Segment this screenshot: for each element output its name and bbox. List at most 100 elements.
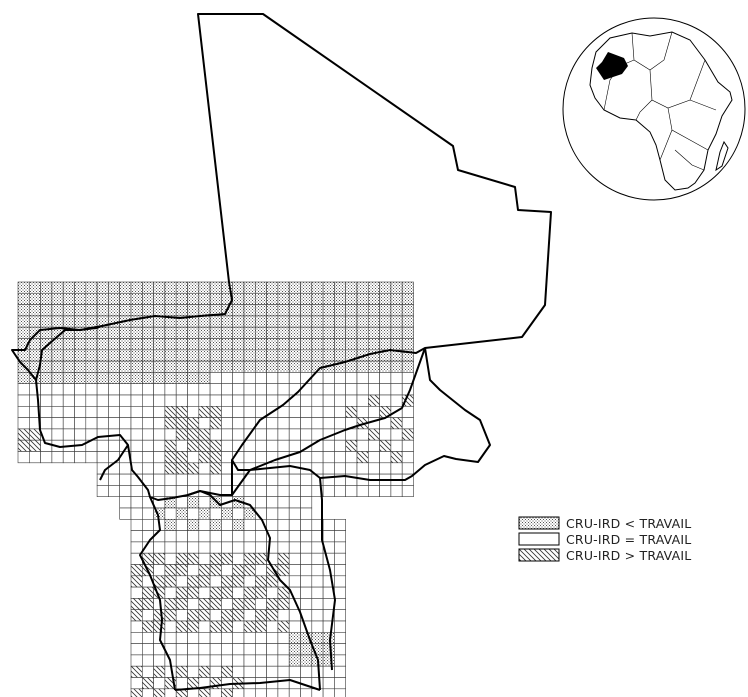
- grid-cell: [198, 620, 211, 633]
- grid-cell: [198, 688, 211, 697]
- grid-cell: [209, 586, 222, 599]
- grid-cell: [130, 575, 143, 588]
- grid-cell: [209, 349, 222, 362]
- grid-cell: [40, 383, 53, 396]
- grid-cell: [17, 439, 30, 452]
- grid-cell: [187, 383, 200, 396]
- grid-cell: [130, 507, 143, 520]
- grid-cell: [175, 631, 188, 644]
- grid-cell: [153, 654, 166, 667]
- grid-cell: [85, 451, 98, 464]
- grid-cell: [28, 451, 41, 464]
- grid-cell: [209, 507, 222, 520]
- grid-cell: [255, 485, 267, 497]
- grid-cell: [142, 598, 154, 611]
- grid-cell: [390, 326, 403, 339]
- grid-cell: [288, 665, 301, 678]
- grid-cell: [322, 349, 335, 362]
- grid-cell: [198, 417, 211, 430]
- grid-cell: [266, 631, 279, 644]
- grid-cell: [175, 473, 188, 486]
- grid-cell: [175, 598, 188, 611]
- grid-cell: [96, 349, 109, 362]
- grid-cell: [40, 292, 53, 305]
- grid-cell: [232, 518, 245, 531]
- grid-cell: [175, 575, 188, 588]
- grid-cell: [142, 383, 154, 396]
- grid-cell: [232, 405, 245, 418]
- grid-cell: [221, 575, 233, 588]
- grid-cell: [28, 315, 41, 328]
- grid-cell: [209, 598, 222, 611]
- grid-cell: [255, 575, 267, 588]
- grid-cell: [153, 304, 166, 317]
- grid-cell: [255, 360, 267, 373]
- grid-cell: [153, 677, 166, 690]
- grid-cell: [390, 439, 403, 452]
- grid-cell: [367, 485, 380, 497]
- study-area-highlight: [596, 52, 628, 80]
- grid-cell: [17, 428, 30, 441]
- grid-cell: [345, 383, 358, 396]
- grid-cell: [130, 518, 143, 531]
- grid-cell: [334, 281, 346, 294]
- grid-cell: [85, 383, 98, 396]
- grid-cell: [28, 383, 41, 396]
- grid-cell: [345, 394, 358, 407]
- grid-cell: [266, 688, 279, 697]
- grid-cell: [300, 541, 313, 554]
- grid-cell: [130, 372, 143, 384]
- grid-cell: [356, 315, 369, 328]
- grid-cell: [108, 439, 121, 452]
- grid-cell: [300, 564, 313, 577]
- grid-cell: [153, 439, 166, 452]
- grid-cell: [17, 292, 30, 305]
- grid-cell: [96, 304, 109, 317]
- grid-cell: [334, 315, 346, 328]
- grid-cell: [232, 598, 245, 611]
- grid-cell: [255, 631, 267, 644]
- grid-cell: [62, 338, 75, 351]
- grid-cell: [243, 485, 256, 497]
- grid-cell: [288, 383, 301, 396]
- grid-cell: [130, 665, 143, 678]
- grid-cell: [232, 338, 245, 351]
- grid-cell: [62, 405, 75, 418]
- grid-cell: [367, 439, 380, 452]
- grid-cell: [277, 326, 290, 339]
- grid-cell: [322, 394, 335, 407]
- grid-cell: [198, 360, 211, 373]
- grid-cell: [119, 338, 132, 351]
- grid-cell: [74, 428, 87, 441]
- grid-cell: [62, 383, 75, 396]
- grid-cell: [243, 541, 256, 554]
- grid-cell: [255, 428, 267, 441]
- grid-cell: [334, 586, 346, 599]
- grid-cell: [209, 530, 222, 543]
- grid-cell: [221, 654, 233, 667]
- grid-cell: [311, 405, 324, 418]
- grid-cell: [232, 349, 245, 362]
- grid-cell: [221, 315, 233, 328]
- grid-cell: [390, 485, 403, 497]
- grid-cell: [232, 394, 245, 407]
- grid-cell: [277, 507, 290, 520]
- grid-cell: [187, 405, 200, 418]
- grid-cell: [153, 462, 166, 475]
- grid-cell: [322, 326, 335, 339]
- grid-cell: [277, 552, 290, 565]
- grid-cell: [142, 518, 154, 531]
- grid-cell: [96, 428, 109, 441]
- grid-cell: [379, 439, 392, 452]
- grid-cell: [255, 654, 267, 667]
- grid-cell: [300, 552, 313, 565]
- grid-cell: [187, 643, 200, 656]
- grid-cell: [198, 507, 211, 520]
- grid-cell: [334, 372, 346, 384]
- grid-cell: [356, 304, 369, 317]
- grid-cell: [142, 586, 154, 599]
- grid-cell: [221, 688, 233, 697]
- grid-cell: [322, 315, 335, 328]
- grid-cell: [175, 530, 188, 543]
